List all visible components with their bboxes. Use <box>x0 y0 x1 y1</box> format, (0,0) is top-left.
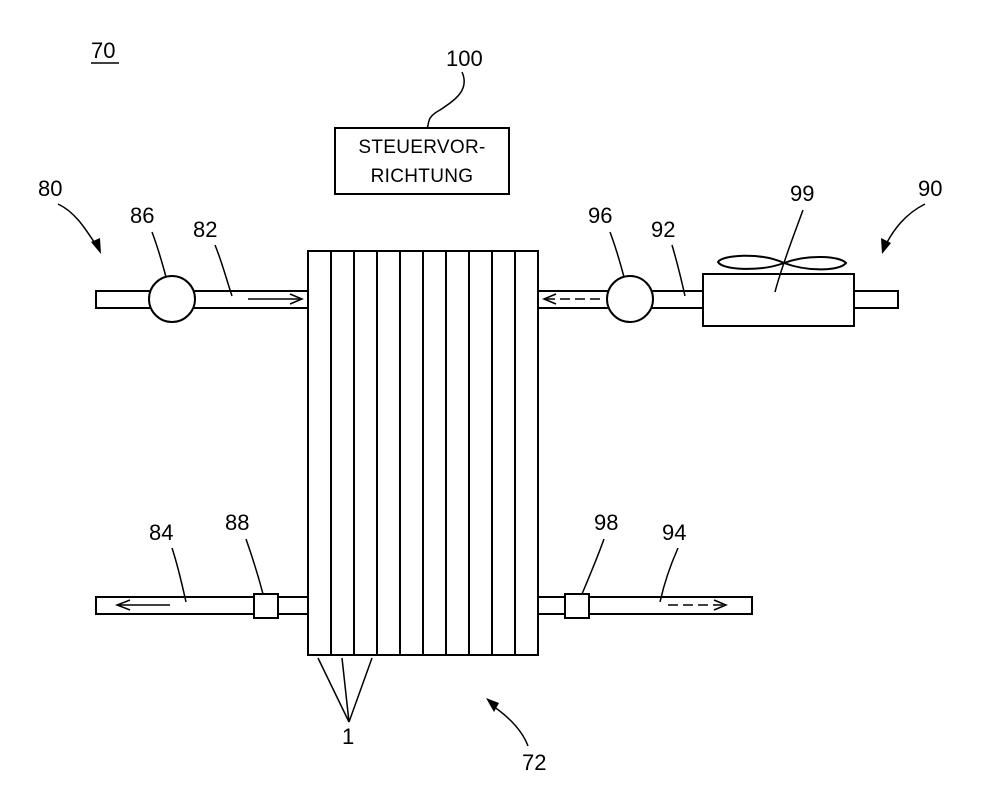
right-valve-label: 98 <box>594 510 618 535</box>
right-pump-leader <box>610 232 624 277</box>
upper-right-pipe-leader <box>672 245 685 296</box>
figure-reference-label: 70 <box>91 38 115 63</box>
left-valve-label: 88 <box>225 510 249 535</box>
lower-left-pipe-leader <box>172 548 186 602</box>
upper-left-pipe-label: 82 <box>193 217 217 242</box>
left-pump <box>149 276 195 322</box>
stack-leader <box>490 704 528 746</box>
left-pump-leader <box>152 232 166 277</box>
controller-text-line2: RICHTUNG <box>371 166 474 187</box>
left-valve <box>254 594 278 618</box>
left-circuit-leader <box>58 204 98 248</box>
stack-label: 72 <box>522 750 546 775</box>
cells-leader-1 <box>318 658 349 722</box>
radiator-label: 99 <box>790 181 814 206</box>
cells-label: 1 <box>342 724 354 749</box>
left-pump-label: 86 <box>130 203 154 228</box>
cells-leader-3 <box>349 658 372 722</box>
right-circuit-leader <box>884 204 925 248</box>
left-valve-leader <box>246 539 263 594</box>
controller-reference-label: 100 <box>446 46 483 71</box>
controller-leader-line <box>427 72 464 128</box>
right-pump-label: 96 <box>588 203 612 228</box>
cells-leader-2 <box>342 658 349 722</box>
lower-right-pipe-label: 94 <box>662 520 686 545</box>
right-pump <box>607 276 653 322</box>
lower-left-pipe-label: 84 <box>149 520 173 545</box>
stack-arrow-head <box>486 698 499 712</box>
controller-text-line1: STEUERVOR- <box>358 137 485 158</box>
fuel-cell-stack <box>308 251 538 655</box>
right-circuit-label: 90 <box>918 176 942 201</box>
upper-left-pipe-leader <box>215 245 232 296</box>
right-valve-leader <box>582 539 604 594</box>
lower-right-pipe-leader <box>660 548 678 602</box>
left-circuit-label: 80 <box>38 176 62 201</box>
right-circuit-arrow-head <box>881 238 891 254</box>
upper-right-pipe-label: 92 <box>651 217 675 242</box>
stack-cells <box>331 251 515 655</box>
right-valve <box>565 594 589 618</box>
